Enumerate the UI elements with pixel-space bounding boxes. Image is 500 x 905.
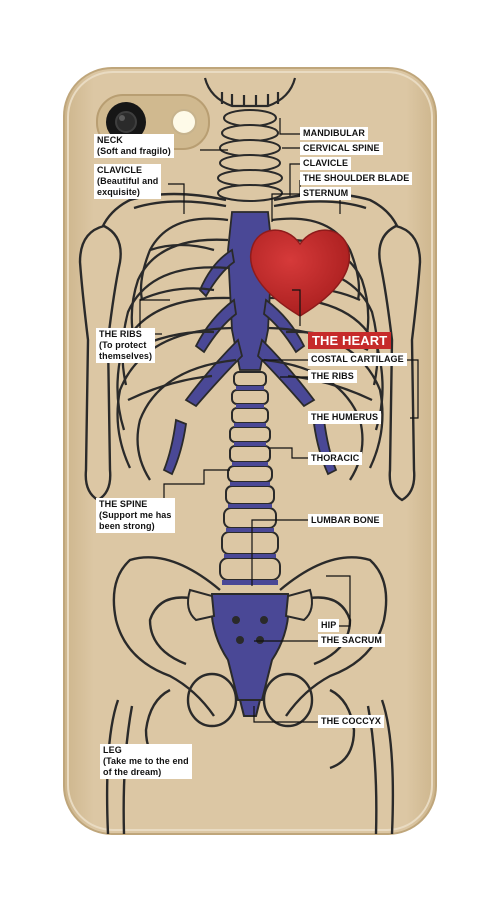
label-shoulder-blade: THE SHOULDER BLADE [300, 172, 413, 185]
label-hip: HIP [318, 619, 340, 632]
heart-shape [250, 229, 350, 317]
label-neck: NECK (Soft and fragilo) [94, 134, 174, 158]
pelvis [112, 556, 388, 770]
label-costal-cartilage: COSTAL CARTILAGE [308, 353, 407, 366]
skull-jaw [203, 77, 297, 108]
label-spine: THE SPINE (Support me has been strong) [96, 498, 175, 533]
label-the-heart: THE HEART [308, 332, 392, 349]
intervertebral-discs [222, 386, 278, 585]
label-thoracic: THORACIC [308, 452, 363, 465]
label-clavicle-right: CLAVICLE [300, 157, 352, 170]
label-clavicle-left: CLAVICLE (Beautiful and exquisite) [94, 164, 162, 199]
label-ribs-left: THE RIBS (To protect themselves) [96, 328, 156, 363]
label-ribs-right: THE RIBS [308, 370, 357, 383]
sternum-cartilage [162, 211, 338, 476]
label-sacrum: THE SACRUM [318, 634, 385, 647]
label-cervical-spine: CERVICAL SPINE [300, 142, 383, 155]
label-lumbar-bone: LUMBAR BONE [308, 514, 383, 527]
label-sternum: STERNUM [300, 187, 352, 200]
label-coccyx: THE COCCYX [318, 715, 385, 728]
label-leg: LEG (Take me to the end of the dream) [100, 744, 192, 779]
cervical-spine [217, 109, 283, 202]
vertebral-column [219, 371, 281, 581]
case-clear-edge [67, 71, 433, 831]
hip-joints [187, 588, 313, 622]
label-mandibular: MANDIBULAR [300, 127, 368, 140]
label-humerus: THE HUMERUS [308, 411, 382, 424]
